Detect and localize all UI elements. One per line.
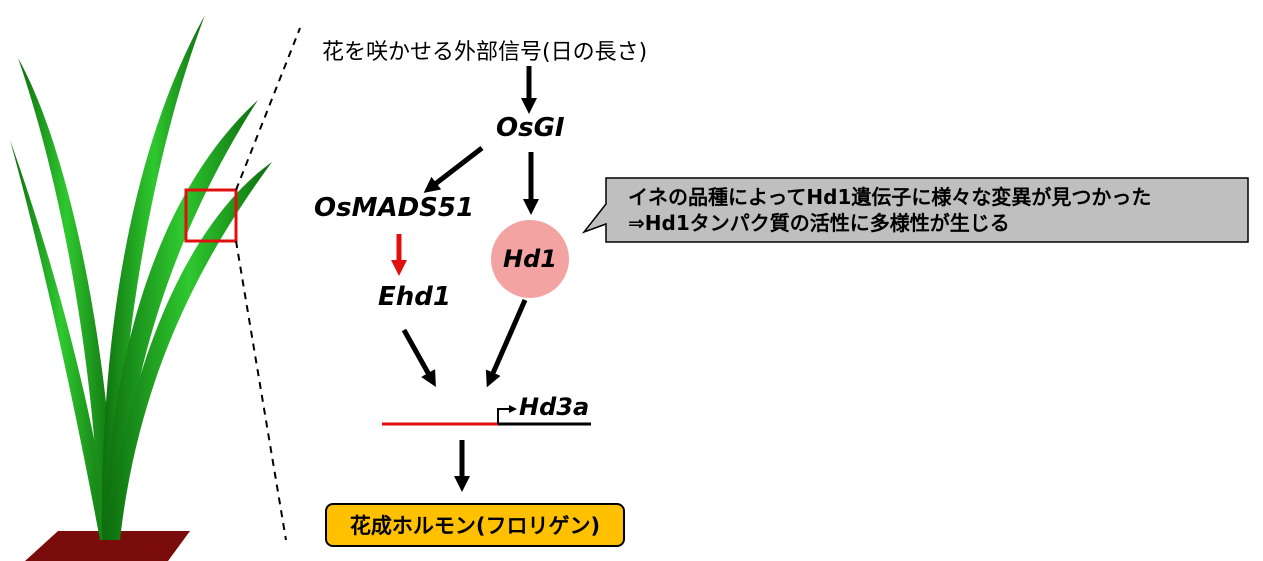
callout-line-2: ⇒Hd1タンパク質の活性に多様性が生じる (628, 211, 1010, 235)
leaf-right (106, 162, 272, 540)
transcription-start-arrow (497, 405, 517, 424)
ehd1-gene-label: Ehd1 (378, 282, 451, 312)
hd1-gene-label: Hd1 (503, 245, 557, 273)
rice-plant-illustration (10, 15, 272, 561)
osgi-gene-label: OsGI (496, 113, 565, 143)
hd3a-gene-label: Hd3a (519, 393, 590, 421)
osmads51-gene-label: OsMADS51 (314, 193, 475, 223)
highlight-box (184, 188, 238, 243)
leaf-left (18, 58, 115, 540)
external-signal-label: 花を咲かせる外部信号(日の長さ) (322, 40, 648, 65)
soil-base (25, 531, 190, 561)
leaf-far-left (10, 140, 112, 540)
arrow-hd1-to-hd3a (485, 298, 528, 388)
hd1-gene-node: Hd1 (491, 220, 569, 298)
callout-text: イネの品種によってHd1遺伝子に様々な変異が見つかった ⇒Hd1タンパク質の活性… (614, 178, 1244, 242)
florigen-label: 花成ホルモン(フロリゲン) (349, 514, 601, 538)
florigen-box: 花成ホルモン(フロリゲン) (325, 503, 625, 547)
callout-line-1: イネの品種によってHd1遺伝子に様々な変異が見つかった (628, 185, 1152, 209)
arrow-ehd1-to-hd3a (401, 328, 436, 387)
arrow-osgi-to-osmads51 (423, 146, 484, 193)
